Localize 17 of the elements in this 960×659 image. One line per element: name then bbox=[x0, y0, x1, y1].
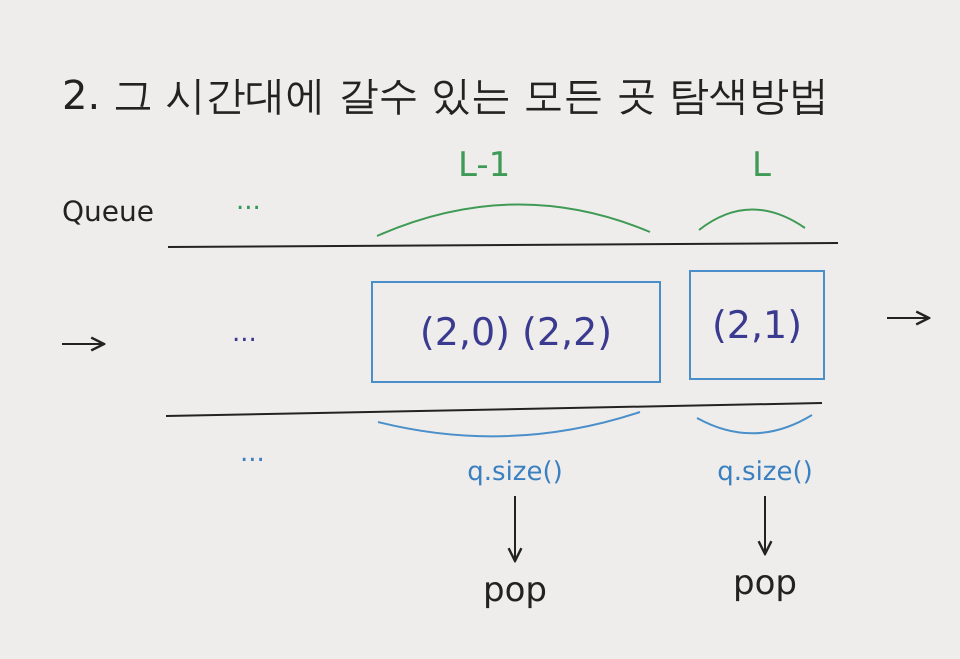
queue-cell bbox=[371, 281, 661, 383]
operation-text: pop bbox=[483, 570, 547, 610]
level-label: L-1 bbox=[458, 145, 510, 185]
level-label: L bbox=[752, 145, 771, 185]
ellipsis: ... bbox=[236, 186, 261, 216]
queue-cell bbox=[689, 270, 825, 380]
arrow bbox=[757, 496, 773, 556]
arrow bbox=[507, 496, 523, 562]
coordinate-pair: (2,1) bbox=[712, 303, 802, 347]
ellipsis: ... bbox=[240, 438, 265, 468]
queue-label: Queue bbox=[62, 195, 154, 228]
code-text: q.size() bbox=[467, 457, 563, 487]
operation-text: pop bbox=[733, 563, 797, 603]
coordinate-pair: (2,0) (2,2) bbox=[420, 310, 612, 354]
ellipsis: ... bbox=[232, 318, 257, 348]
code-text: q.size() bbox=[717, 457, 813, 487]
title: 2. 그 시간대에 갈수 있는 모든 곳 탐색방법 bbox=[62, 72, 830, 121]
